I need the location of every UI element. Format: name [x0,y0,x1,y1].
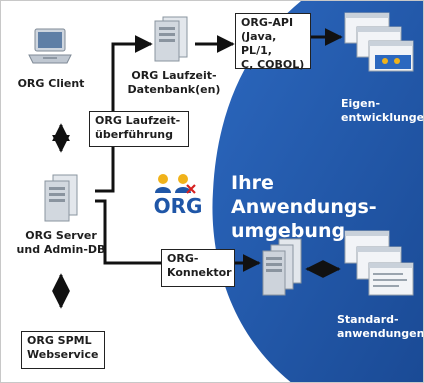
org-logo-text: ORG [153,194,203,218]
label-ihre-anwendungsumgebung: Ihre Anwendungs- umgebung [231,172,377,242]
label-org-client: ORG Client [17,77,85,90]
org-laufzeitueberfuehrung-box: ORG Laufzeit- überführung [89,111,189,147]
org-server-icon [44,174,78,222]
laptop-icon [28,28,72,64]
custom-app-windows-icon [344,12,414,72]
org-users-icon [155,174,196,194]
label-eigenentwicklungen: Eigen- entwicklungen [341,97,424,124]
org-api-box: ORG-API (Java, PL/1, C, COBOL) [235,13,311,71]
standard-app-windows-icon [344,230,414,296]
label-standardanwendungen: Standard- anwendungen [337,313,424,340]
konnektor-server-stack-icon [262,238,302,296]
org-spml-webservice-box: ORG SPML Webservice [21,331,105,369]
label-org-server: ORG Server und Admin-DB [16,229,106,256]
label-org-laufzeit-db: ORG Laufzeit- Datenbank(en) [127,69,221,96]
database-server-icon [154,16,188,62]
org-konnektor-box: ORG- Konnektor [161,249,235,287]
